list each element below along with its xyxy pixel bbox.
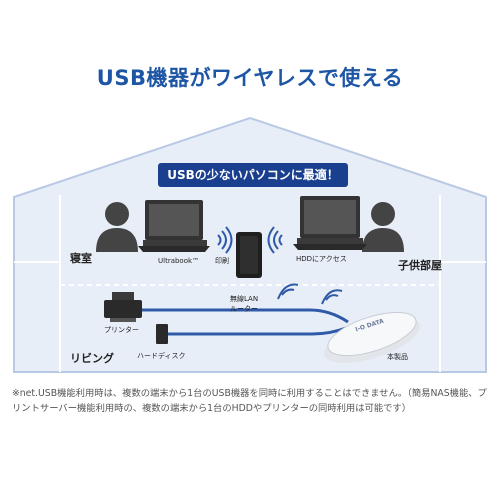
person-left-icon bbox=[96, 202, 138, 252]
person-right-icon bbox=[362, 202, 404, 252]
ultrabook-label: Ultrabook™ bbox=[158, 257, 200, 265]
product-label: 本製品 bbox=[387, 353, 408, 361]
page-headline: USB機器がワイヤレスで使える bbox=[96, 66, 404, 90]
harddisk-icon bbox=[156, 324, 168, 344]
printer-cable bbox=[142, 308, 349, 324]
room-label-bedroom: 寝室 bbox=[70, 252, 92, 265]
printer-icon bbox=[104, 292, 142, 322]
wifi-router-icon bbox=[277, 283, 299, 300]
laptop-left-icon bbox=[138, 200, 210, 252]
printer-label: プリンター bbox=[104, 326, 139, 334]
wifi-product-icon bbox=[321, 289, 343, 305]
hdd-access-label: HDDにアクセス bbox=[296, 255, 347, 263]
room-label-kids: 子供部屋 bbox=[398, 259, 442, 272]
banner-title: USBの少ないパソコンに最適！ bbox=[158, 163, 348, 187]
room-label-living: リビング bbox=[70, 352, 114, 365]
harddisk-label: ハードディスク bbox=[137, 352, 186, 360]
wifi-right-icon bbox=[267, 226, 283, 254]
laptop-right-icon bbox=[293, 196, 367, 250]
product-device-icon bbox=[324, 311, 420, 364]
print-label: 印刷 bbox=[215, 257, 229, 265]
wifi-left-icon bbox=[217, 226, 233, 254]
router-label: 無線LAN ルーター bbox=[230, 295, 259, 313]
footnote: ※net.USB機能利用時は、複数の端末から1台のUSB機器を同時に利用すること… bbox=[12, 388, 487, 414]
router-icon bbox=[236, 232, 262, 278]
